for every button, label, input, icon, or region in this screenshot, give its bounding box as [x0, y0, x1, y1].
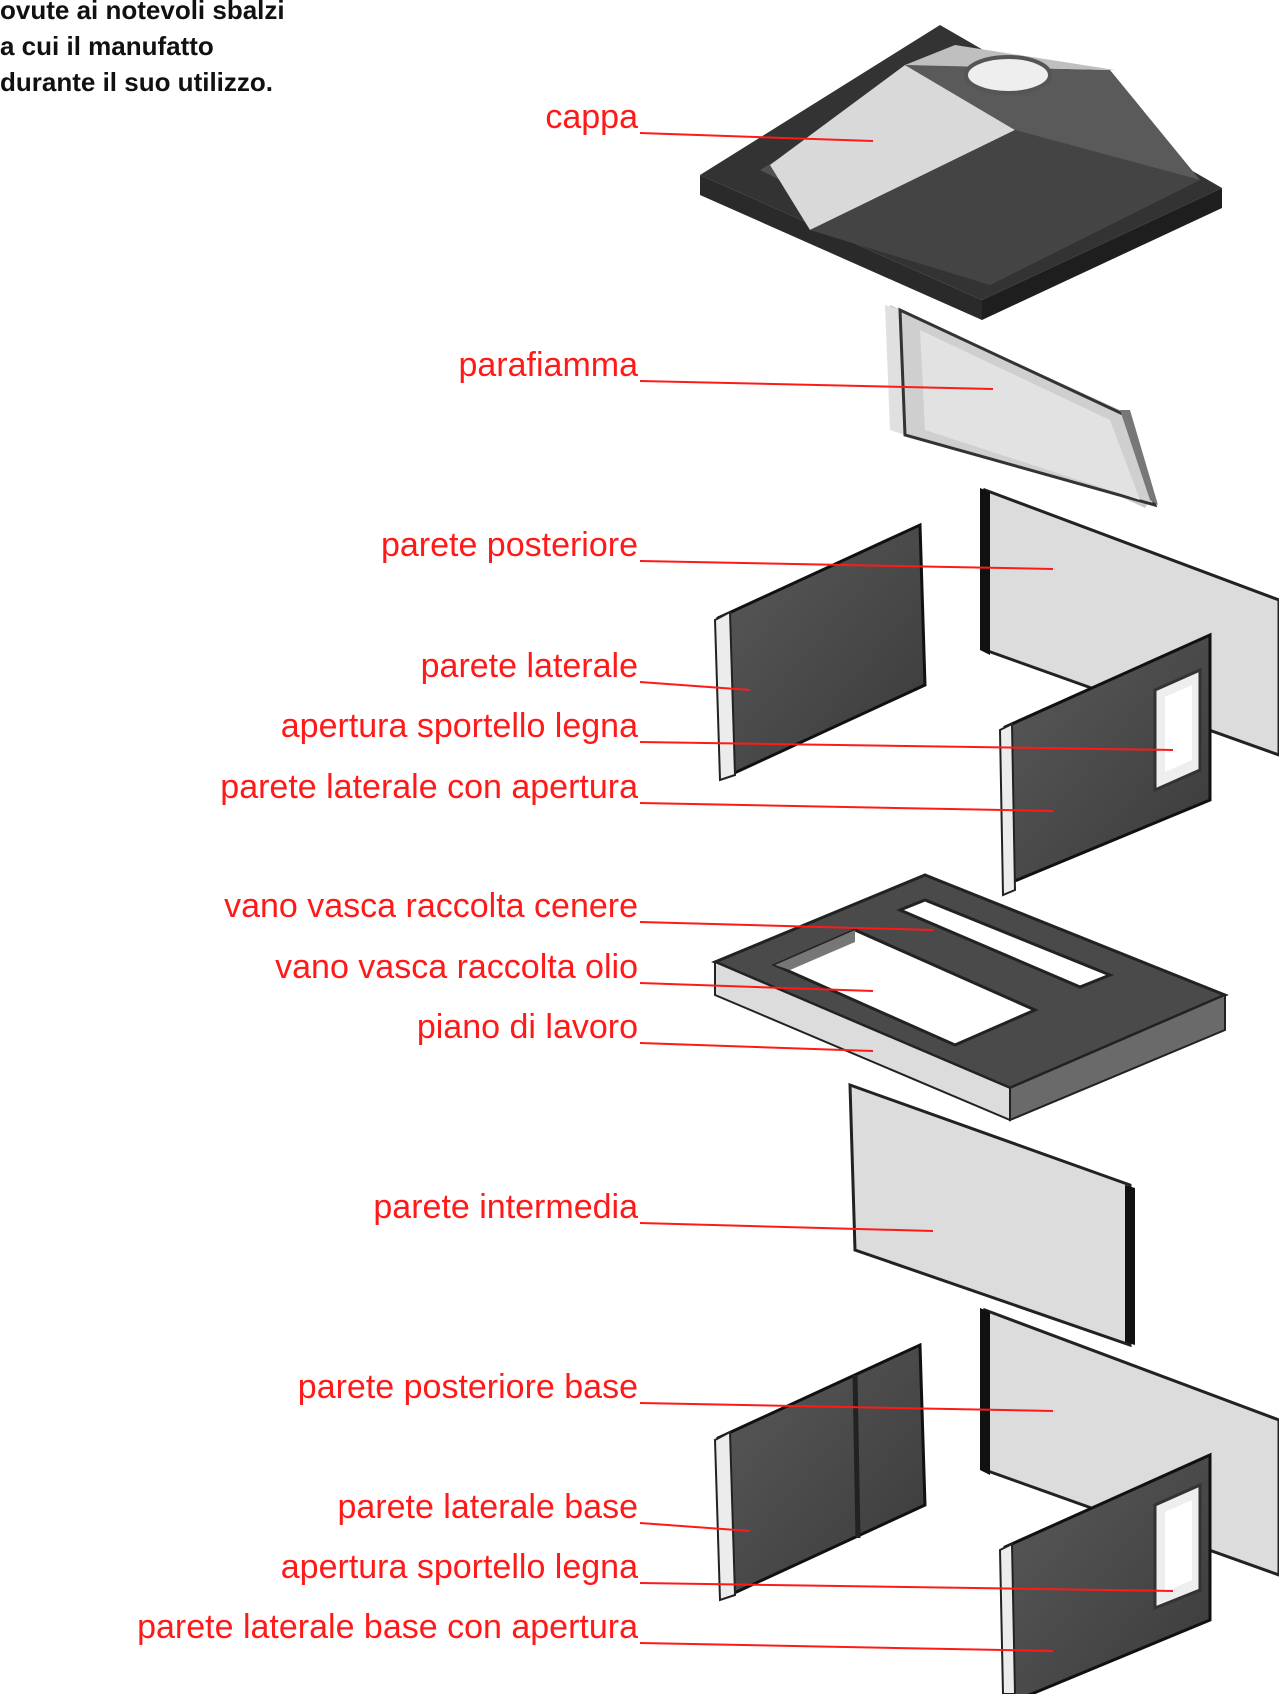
intro-line: durante il suo utilizzo. — [0, 67, 273, 97]
callout-leader-line — [639, 982, 874, 992]
callout-label: parete laterale con apertura — [220, 768, 638, 806]
callout-leader-line — [639, 1582, 1174, 1592]
callout-label: parete laterale base con apertura — [137, 1608, 638, 1646]
intro-line: a cui il manufatto — [0, 31, 214, 61]
callout-label: apertura sportello legna — [281, 1548, 638, 1586]
callouts: cappa parafiamma parete posteriore parete l… — [137, 98, 1174, 1652]
callout-leader-line — [639, 802, 1054, 812]
callout-leader-line — [639, 921, 934, 931]
callout-label: parete posteriore base — [298, 1368, 638, 1406]
intro-line: ovute ai notevoli sbalzi — [0, 0, 285, 25]
callout-leader-line — [639, 560, 1054, 570]
parete-intermedia-part — [848, 1082, 1135, 1348]
callout-label: parete intermedia — [373, 1188, 638, 1226]
callout-leader-line — [639, 132, 874, 142]
callout-label: vano vasca raccolta olio — [275, 948, 638, 986]
callout-label: piano di lavoro — [417, 1008, 638, 1046]
callout-leader-line — [639, 741, 1174, 751]
cappa-part — [700, 25, 1222, 320]
callout-label: parete posteriore — [381, 526, 638, 564]
parete-laterale-base-apertura-part — [998, 1452, 1212, 1694]
callout-label: parete laterale — [421, 647, 638, 685]
callout-leader-line — [639, 1522, 751, 1532]
callout-leader-line — [639, 681, 751, 691]
callout-leader-line — [639, 1402, 1054, 1412]
callout-leader-line — [639, 1642, 1054, 1652]
callout-label: parete laterale base — [337, 1488, 638, 1526]
callout-leader-line — [639, 1222, 934, 1232]
piano-lavoro-part — [711, 873, 1229, 1122]
parete-laterale-part — [713, 522, 927, 782]
callout-label: vano vasca raccolta cenere — [224, 887, 638, 925]
callout-leader-line — [639, 1042, 874, 1052]
parete-laterale-base-part — [713, 1342, 927, 1602]
callout-label: cappa — [545, 98, 638, 136]
intro-text: ovute ai notevoli sbalzi a cui il manufa… — [0, 0, 420, 100]
callout-label: parafiamma — [458, 346, 638, 384]
callout-leader-line — [639, 380, 994, 390]
callout-label: apertura sportello legna — [281, 707, 638, 745]
parafiamma-part — [885, 305, 1158, 508]
